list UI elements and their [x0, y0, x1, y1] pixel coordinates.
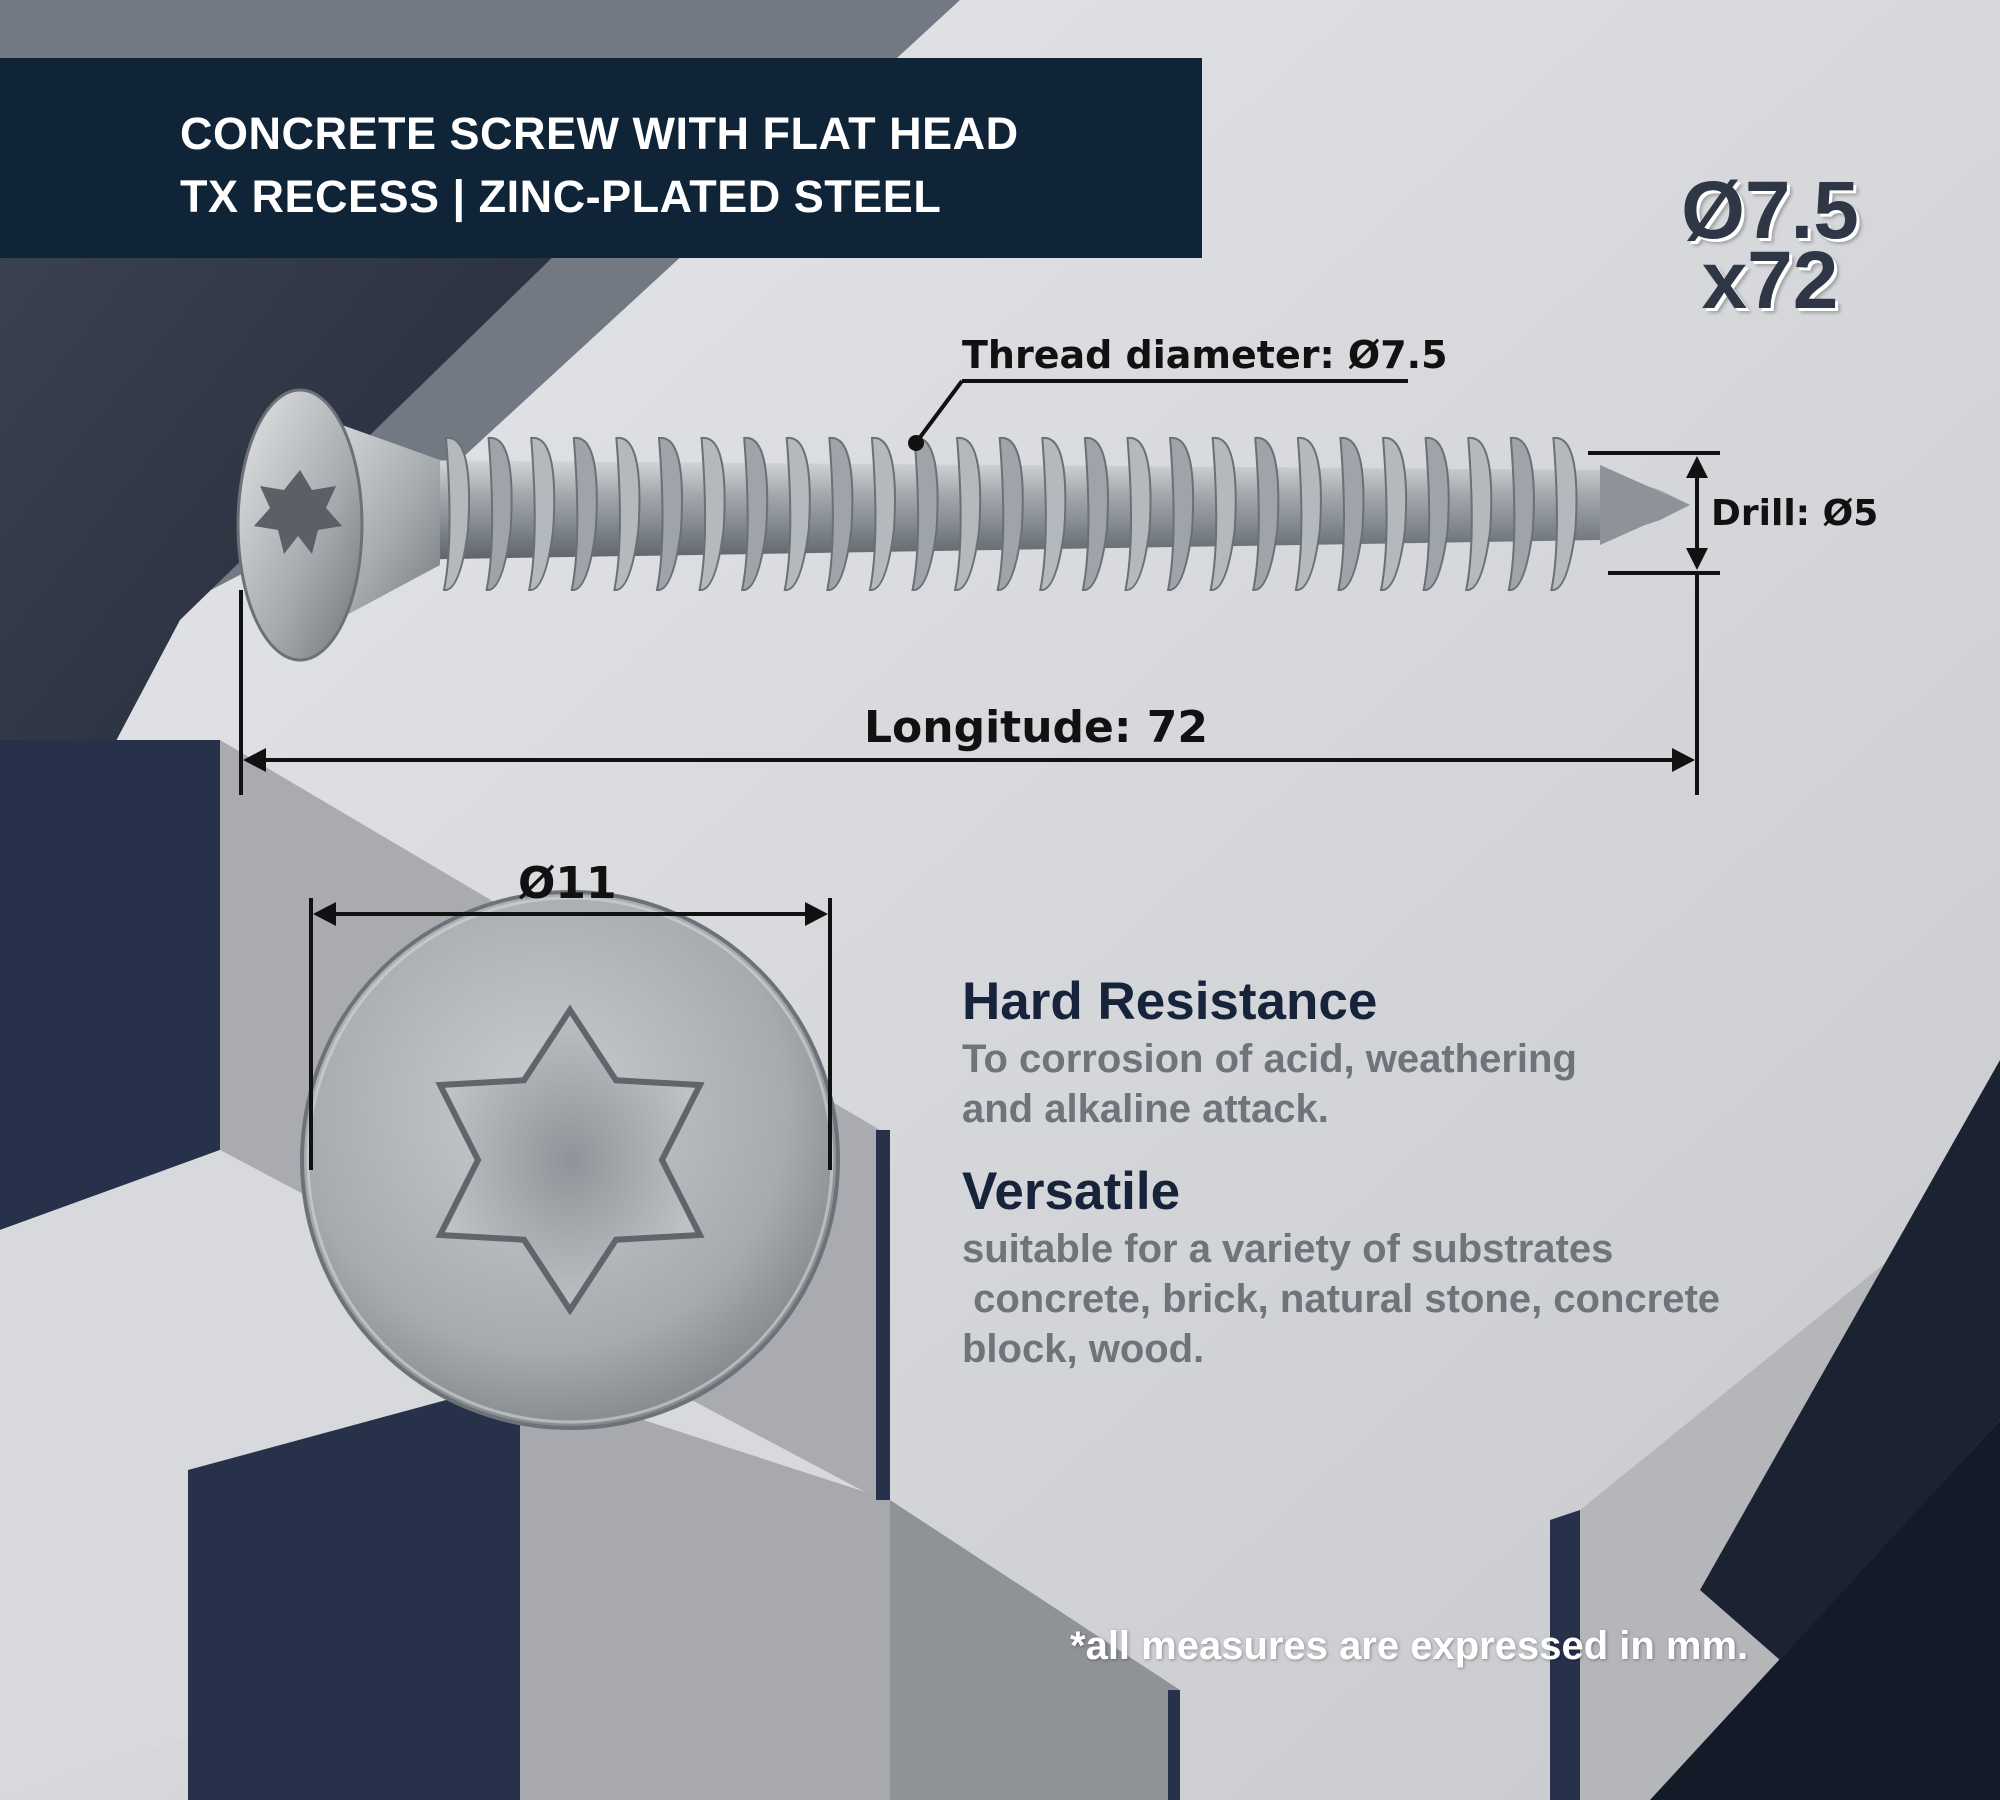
length-dimension [239, 573, 1699, 795]
thread-ridge [1337, 436, 1365, 591]
thread-ridge [740, 436, 769, 591]
thread-ridge [996, 436, 1024, 591]
bg-dark-wedge [1700, 1060, 2000, 1660]
thread-ridge [1379, 436, 1408, 591]
drill-diameter-label: Drill: Ø5 [1711, 493, 1879, 534]
feature-text-line: suitable for a variety of substrates [962, 1227, 1614, 1271]
length-arrow-left-icon [243, 748, 266, 772]
thread-ridge [1252, 436, 1280, 591]
thread-ridge [1039, 436, 1067, 591]
bg-navy-edge-2 [1168, 1690, 1180, 1800]
thread-ridge [527, 436, 556, 591]
thread-ridge [1166, 436, 1195, 591]
feature-text-line: and alkaline attack. [962, 1087, 1329, 1131]
thread-ridge [1422, 436, 1450, 591]
bg-block-bottom-right [890, 1500, 1180, 1800]
thread-ridge [1081, 436, 1109, 591]
banner-title-line-1: CONCRETE SCREW WITH FLAT HEAD [180, 108, 1019, 159]
thread-ridge [1465, 436, 1493, 591]
thread-ridge [826, 436, 854, 591]
thread-ridge [698, 436, 726, 591]
feature-text-line: block, wood. [962, 1327, 1205, 1371]
head-arrow-left-icon [313, 902, 336, 926]
feature-list: Hard Resistance To corrosion of acid, we… [962, 970, 1862, 1374]
banner-title-line-2: TX RECESS | ZINC-PLATED STEEL [180, 171, 942, 222]
thread-ridge [1209, 436, 1237, 591]
bg-block-bottom-mid [520, 1380, 890, 1800]
screw-tip [1600, 465, 1690, 545]
title-banner: CONCRETE SCREW WITH FLAT HEAD TX RECESS … [0, 58, 1202, 258]
units-footnote: *all measures are expressed in mm. [1070, 1624, 1749, 1668]
bg-navy-edge-1 [876, 1130, 890, 1500]
screw-head-side [236, 388, 440, 662]
screw-shaft [390, 436, 1690, 591]
size-badge-length: x72 [1701, 235, 1839, 326]
thread-leader [908, 379, 1408, 451]
feature-text-line: To corrosion of acid, weathering [962, 1037, 1577, 1081]
tx-recess-icon [435, 1004, 705, 1316]
bg-navy-block-left [0, 740, 220, 1230]
drill-arrow-up-icon [1686, 456, 1708, 478]
drill-dimension [1588, 451, 1720, 575]
thread-ridge [1507, 436, 1535, 591]
bg-dark-texture [0, 250, 560, 960]
thread-ridge [868, 436, 896, 591]
head-diameter-dimension [309, 898, 832, 1170]
thread-leader-line [916, 379, 964, 442]
bg-navy-block-bottom [188, 1380, 520, 1800]
thread-ridge [655, 436, 684, 591]
thread-ridge [953, 436, 982, 591]
head-diameter-label: Ø11 [518, 858, 617, 909]
head-arrow-right-icon [805, 902, 828, 926]
thread-ridge [1124, 436, 1152, 591]
thread-ridge [442, 436, 471, 591]
size-badge: Ø7.5 x72 [1620, 165, 1920, 326]
screw-head-top [300, 890, 840, 1430]
thread-ridge [911, 436, 939, 591]
thread-leader-dot [908, 435, 924, 451]
size-badge-diameter: Ø7.5 [1681, 165, 1859, 256]
feature-title-hard-resistance: Hard Resistance [962, 972, 1378, 1031]
thread-ridge [570, 436, 598, 591]
feature-text-line: concrete, brick, natural stone, concrete [962, 1277, 1721, 1321]
thread-diameter-label: Thread diameter: Ø7.5 [962, 333, 1448, 377]
drill-arrow-down-icon [1686, 548, 1708, 570]
thread-ridge [485, 436, 513, 591]
bg-navy-edge-3 [1550, 1510, 1580, 1800]
thread-ridge [1550, 436, 1578, 591]
feature-title-versatile: Versatile [962, 1162, 1181, 1221]
screw-threads [442, 436, 1578, 591]
thread-ridge [1294, 436, 1322, 591]
thread-ridge [783, 436, 811, 591]
tx-recess-side-icon [254, 470, 342, 554]
length-label: Longitude: 72 [864, 702, 1209, 753]
length-arrow-right-icon [1672, 748, 1695, 772]
thread-ridge [613, 436, 641, 591]
